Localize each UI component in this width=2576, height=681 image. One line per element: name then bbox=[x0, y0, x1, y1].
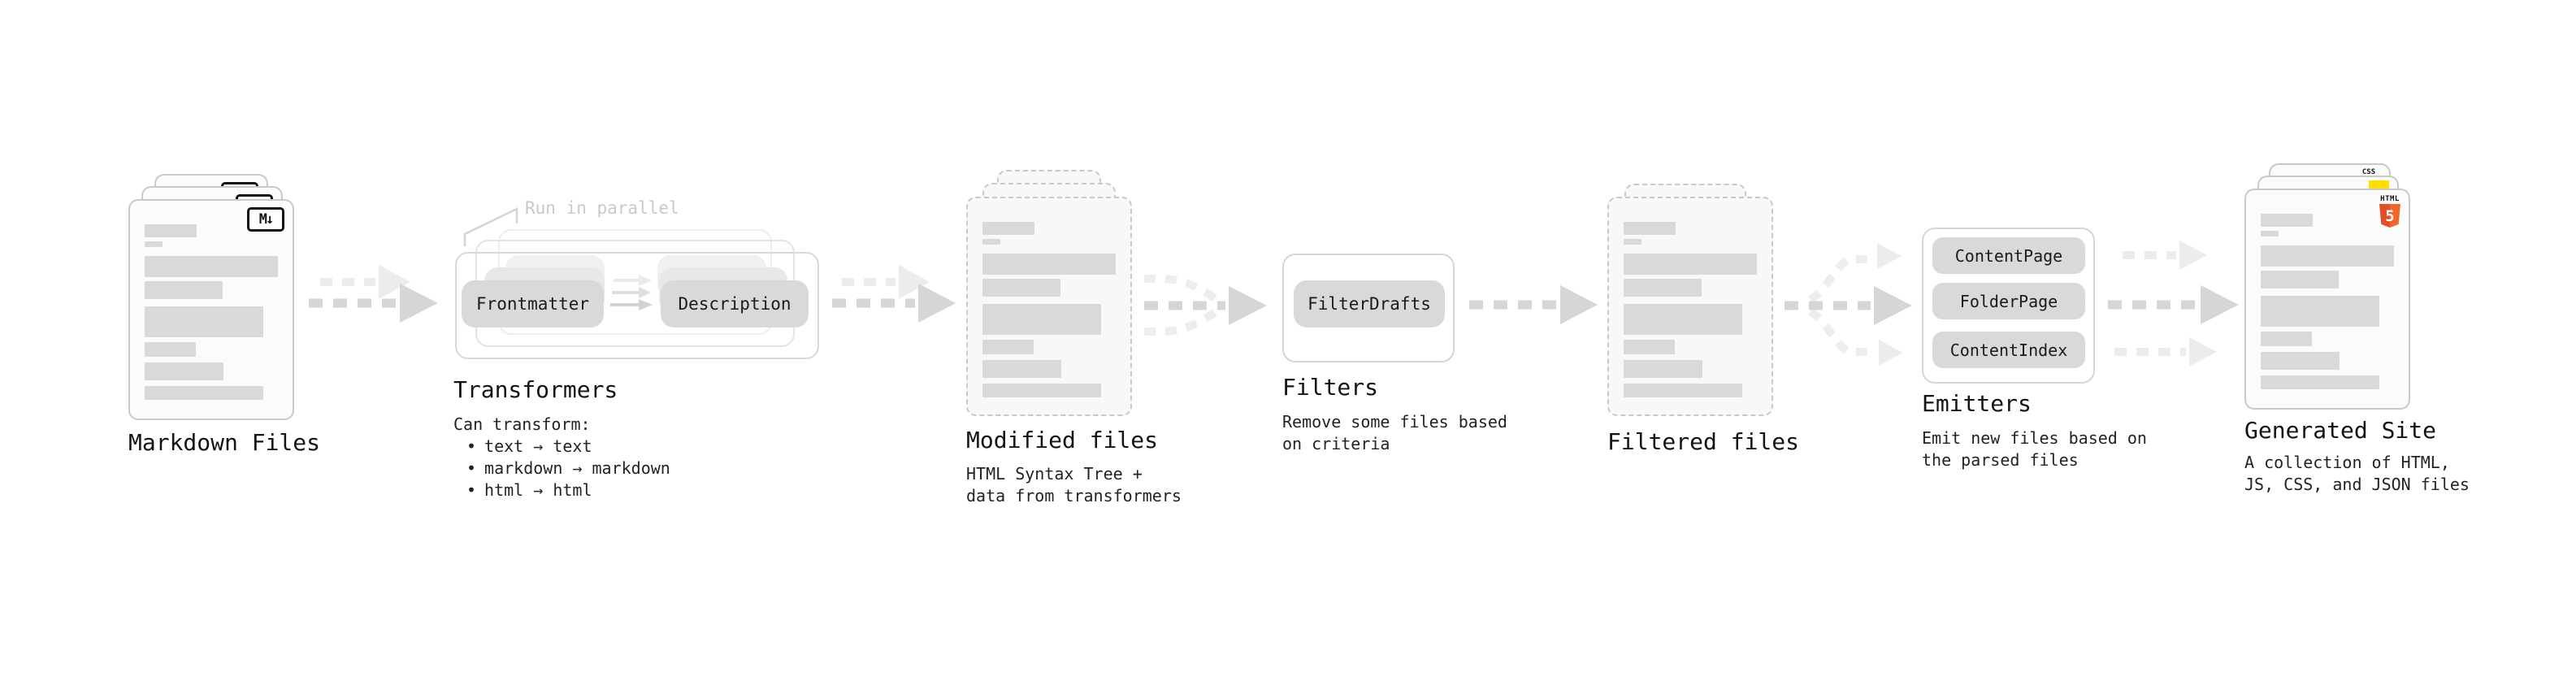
transformer-container-front bbox=[455, 252, 819, 359]
bullet-icon: • bbox=[466, 436, 477, 456]
can-transform-heading: Can transform: bbox=[453, 414, 591, 434]
filters-title: Filters bbox=[1282, 374, 1379, 401]
text-placeholder-bar bbox=[2261, 245, 2394, 267]
text-placeholder-bar bbox=[145, 386, 263, 400]
text-placeholder-bar bbox=[2261, 332, 2312, 346]
text-placeholder-bar bbox=[145, 281, 223, 299]
modified-files-description: HTML Syntax Tree + data from transformer… bbox=[966, 463, 1182, 507]
document-text-placeholder bbox=[1609, 198, 1772, 414]
text-placeholder-bar bbox=[982, 279, 1060, 297]
modified-file-card-front bbox=[966, 197, 1132, 416]
description-line: data from transformers bbox=[966, 486, 1182, 505]
markdown-file-card-front: M↓ bbox=[128, 199, 294, 420]
text-placeholder-bar bbox=[1624, 304, 1742, 335]
text-placeholder-bar bbox=[1624, 222, 1676, 235]
html5-number: 5 bbox=[2385, 206, 2395, 225]
text-placeholder-bar bbox=[2261, 375, 2379, 389]
generated-site-title: Generated Site bbox=[2244, 417, 2437, 444]
text-placeholder-bar bbox=[982, 360, 1061, 378]
text-placeholder-bar bbox=[982, 384, 1101, 397]
text-placeholder-bar bbox=[2261, 231, 2279, 236]
description-line: HTML Syntax Tree + bbox=[966, 464, 1143, 484]
text-placeholder-bar bbox=[145, 342, 196, 357]
text-placeholder-bar bbox=[1624, 239, 1641, 245]
text-placeholder-bar bbox=[145, 362, 223, 380]
description-line: Emit new files based on bbox=[1922, 428, 2147, 448]
modified-files-title: Modified files bbox=[966, 427, 1159, 453]
text-placeholder-bar bbox=[982, 304, 1101, 335]
transformers-description: Can transform: • text → text • markdown … bbox=[453, 414, 670, 501]
emitters-description: Emit new files based on the parsed files bbox=[1922, 427, 2147, 471]
bullet-text: html → html bbox=[484, 480, 592, 500]
markdown-files-title: Markdown Files bbox=[128, 429, 321, 456]
arrow-modified-to-filters bbox=[1144, 275, 1267, 336]
transformers-title: Transformers bbox=[453, 376, 618, 403]
text-placeholder-bar bbox=[982, 239, 1000, 245]
text-placeholder-bar bbox=[1624, 254, 1757, 275]
generated-html-file-card: HTML 5 bbox=[2244, 189, 2410, 410]
transform-bullet-item: • text → text bbox=[466, 436, 670, 458]
emitters-title: Emitters bbox=[1922, 390, 2032, 417]
text-placeholder-bar bbox=[2261, 296, 2379, 327]
bullet-text: text → text bbox=[484, 436, 592, 456]
transform-bullet-item: • markdown → markdown bbox=[466, 458, 670, 479]
folder-page-pill: FolderPage bbox=[1932, 283, 2085, 319]
arrow-transformers-to-modified bbox=[832, 265, 956, 323]
document-text-placeholder bbox=[130, 201, 293, 419]
text-placeholder-bar bbox=[1624, 340, 1675, 354]
description-line: the parsed files bbox=[1922, 450, 2079, 470]
html5-icon: HTML 5 bbox=[2379, 195, 2401, 228]
content-index-pill: ContentIndex bbox=[1932, 332, 2085, 368]
text-placeholder-bar bbox=[1624, 384, 1742, 397]
html5-shield-icon: 5 bbox=[2379, 204, 2400, 228]
text-placeholder-bar bbox=[145, 241, 163, 247]
text-placeholder-bar bbox=[145, 306, 263, 337]
description-line: on criteria bbox=[1282, 434, 1390, 453]
filtered-file-card-front bbox=[1607, 197, 1773, 416]
content-page-pill: ContentPage bbox=[1932, 237, 2085, 274]
filter-drafts-pill: FilterDrafts bbox=[1294, 280, 1445, 327]
bullet-icon: • bbox=[466, 458, 477, 478]
text-placeholder-bar bbox=[2261, 214, 2313, 227]
filtered-files-title: Filtered files bbox=[1607, 428, 1800, 455]
arrow-filtered-to-emitters bbox=[1785, 243, 1912, 366]
transform-bullet-item: • html → html bbox=[466, 479, 670, 501]
text-placeholder-bar bbox=[145, 224, 197, 237]
arrow-markdown-to-transformers bbox=[309, 265, 438, 323]
arrow-emitters-to-generated bbox=[2108, 241, 2239, 367]
filters-description: Remove some files based on criteria bbox=[1282, 411, 1507, 455]
text-placeholder-bar bbox=[2261, 271, 2339, 288]
description-line: A collection of HTML, bbox=[2244, 453, 2450, 472]
text-placeholder-bar bbox=[982, 222, 1034, 235]
css-label: CSS bbox=[2361, 168, 2376, 176]
html5-label: HTML bbox=[2380, 195, 2400, 203]
text-placeholder-bar bbox=[2261, 352, 2340, 370]
generated-site-description: A collection of HTML, JS, CSS, and JSON … bbox=[2244, 452, 2470, 496]
bullet-text: markdown → markdown bbox=[484, 458, 670, 478]
description-line: JS, CSS, and JSON files bbox=[2244, 475, 2470, 494]
description-line: Remove some files based bbox=[1282, 412, 1507, 432]
document-text-placeholder bbox=[968, 198, 1130, 414]
text-placeholder-bar bbox=[982, 254, 1116, 275]
bullet-icon: • bbox=[466, 480, 477, 500]
frontmatter-pill: Frontmatter bbox=[462, 280, 604, 327]
text-placeholder-bar bbox=[982, 340, 1034, 354]
markdown-icon: M↓ bbox=[247, 207, 284, 232]
text-placeholder-bar bbox=[145, 256, 278, 277]
document-text-placeholder bbox=[2246, 190, 2409, 408]
arrow-filters-to-filtered bbox=[1469, 285, 1598, 324]
description-pill: Description bbox=[661, 280, 809, 327]
run-in-parallel-label: Run in parallel bbox=[525, 198, 679, 218]
text-placeholder-bar bbox=[1624, 279, 1702, 297]
text-placeholder-bar bbox=[1624, 360, 1702, 378]
